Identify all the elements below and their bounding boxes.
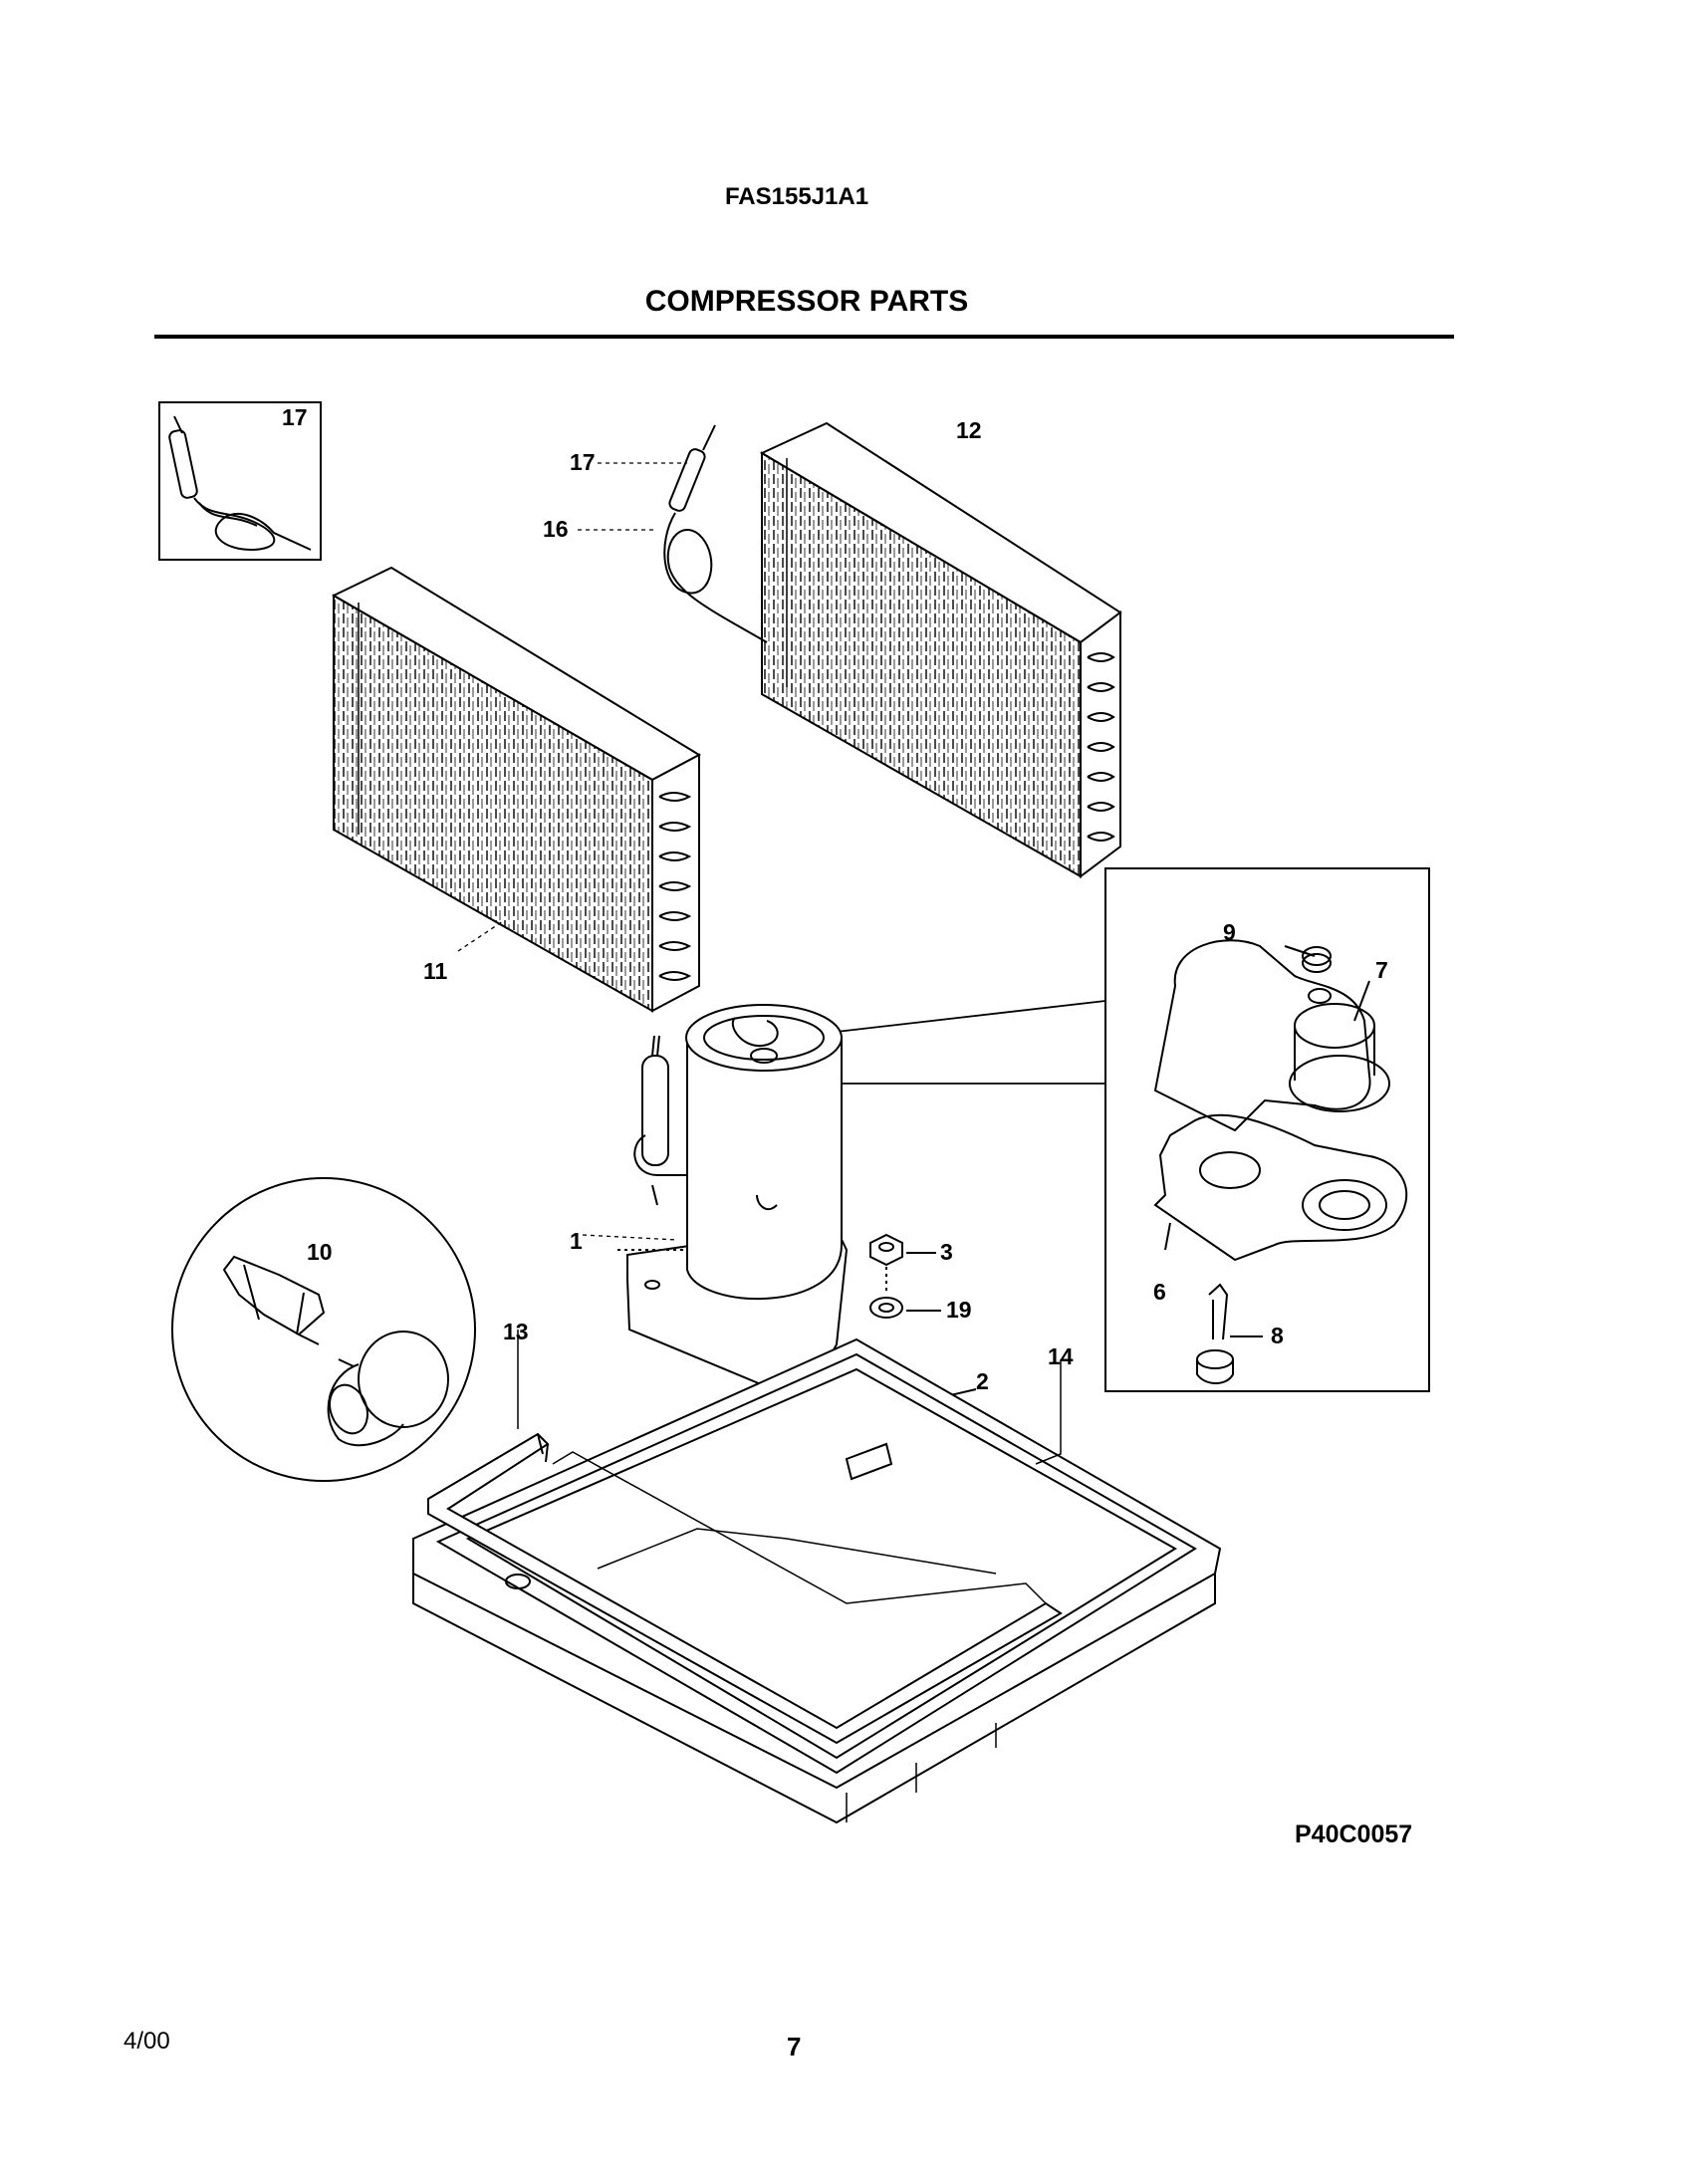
callout-6: 6 — [1153, 1279, 1166, 1305]
thermistor-inset: 17 — [158, 401, 322, 561]
callout-19: 19 — [946, 1297, 972, 1323]
callout-1: 1 — [570, 1228, 583, 1254]
condenser-coil — [759, 421, 1122, 878]
callout-16: 16 — [543, 516, 569, 542]
callout-12: 12 — [956, 417, 982, 443]
callout-3: 3 — [940, 1239, 953, 1265]
page-number: 7 — [787, 2032, 802, 2061]
callout-2: 2 — [976, 1368, 989, 1394]
title-rule — [154, 335, 1454, 339]
model-number: FAS155J1A1 — [724, 183, 869, 210]
figure-code: P40C0057 — [1295, 1820, 1413, 1848]
clamp-detail-circle — [171, 1177, 476, 1482]
base-pan — [412, 1337, 1222, 1824]
callout-14: 14 — [1048, 1343, 1074, 1369]
page-title: COMPRESSOR PARTS — [644, 285, 969, 318]
callout-13: 13 — [503, 1319, 529, 1344]
thermistor-icon — [168, 415, 312, 552]
evaporator-coil — [331, 566, 702, 1013]
callout-17: 17 — [570, 449, 596, 475]
callout-7: 7 — [1375, 957, 1388, 983]
revision-date: 4/00 — [123, 2028, 170, 2055]
callout-9: 9 — [1223, 919, 1236, 945]
nut-and-washer — [869, 1233, 941, 1319]
callout-17-inset: 17 — [282, 404, 308, 430]
callout-8: 8 — [1271, 1323, 1284, 1348]
terminal-cover-detail: 9 7 6 8 — [801, 867, 1430, 1392]
callout-10: 10 — [307, 1239, 333, 1265]
gasket — [427, 1330, 1063, 1745]
sensor-wire-assembly — [663, 424, 768, 643]
callout-11: 11 — [423, 958, 448, 984]
leader-lines — [457, 462, 687, 1241]
compressor — [617, 1004, 849, 1401]
